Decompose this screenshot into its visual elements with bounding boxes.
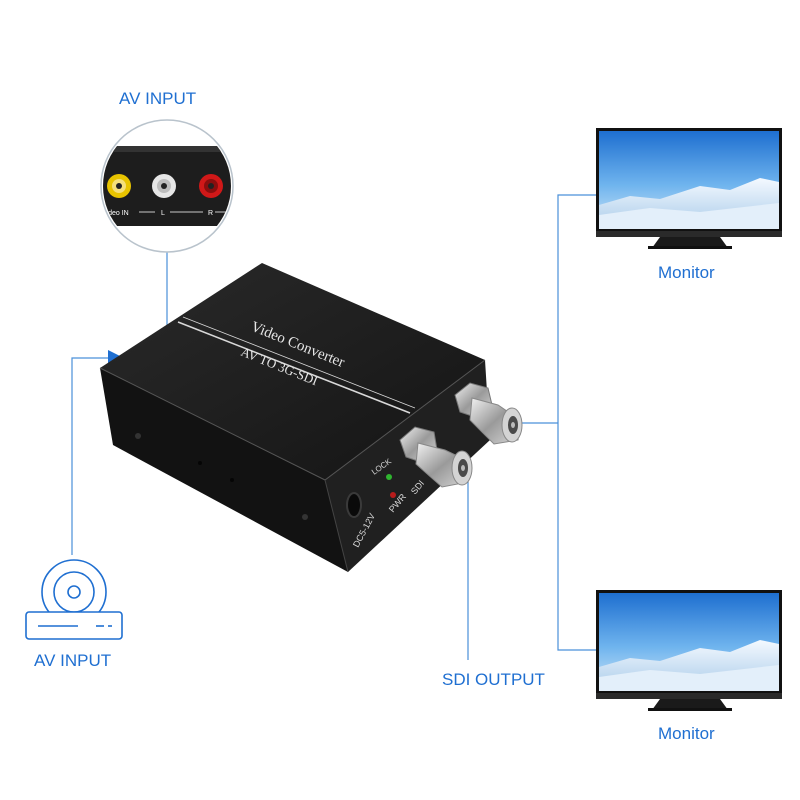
- dvd-player-icon: [25, 559, 123, 640]
- pwr-led: [390, 492, 396, 498]
- rca-left-label: L: [161, 210, 165, 217]
- av-input-bottom-label: AV INPUT: [34, 651, 112, 670]
- monitor-top-image: [596, 128, 782, 249]
- connector-lines: [71, 194, 597, 660]
- rca-zoom-circle: Video IN L R: [100, 119, 234, 253]
- monitor-bottom-label: Monitor: [658, 724, 715, 743]
- rca-right-label: R: [208, 210, 213, 217]
- rca-yellow-jack: [107, 174, 131, 198]
- lock-led: [386, 474, 392, 480]
- rca-video-label: Video IN: [102, 210, 129, 217]
- rca-red-jack: [199, 174, 223, 198]
- sdi-bnc-connector-1: [454, 382, 523, 445]
- sdi-output-label: SDI OUTPUT: [442, 670, 545, 689]
- sdi-bnc-connector-2: [399, 426, 473, 488]
- av-input-top-label: AV INPUT: [119, 89, 197, 108]
- monitor-bottom-image: [596, 590, 782, 711]
- video-converter-device: Video Converter AV TO 3G-SDI DC5-12V LOC…: [99, 263, 523, 573]
- rca-white-jack: [152, 174, 176, 198]
- monitor-top-label: Monitor: [658, 263, 715, 282]
